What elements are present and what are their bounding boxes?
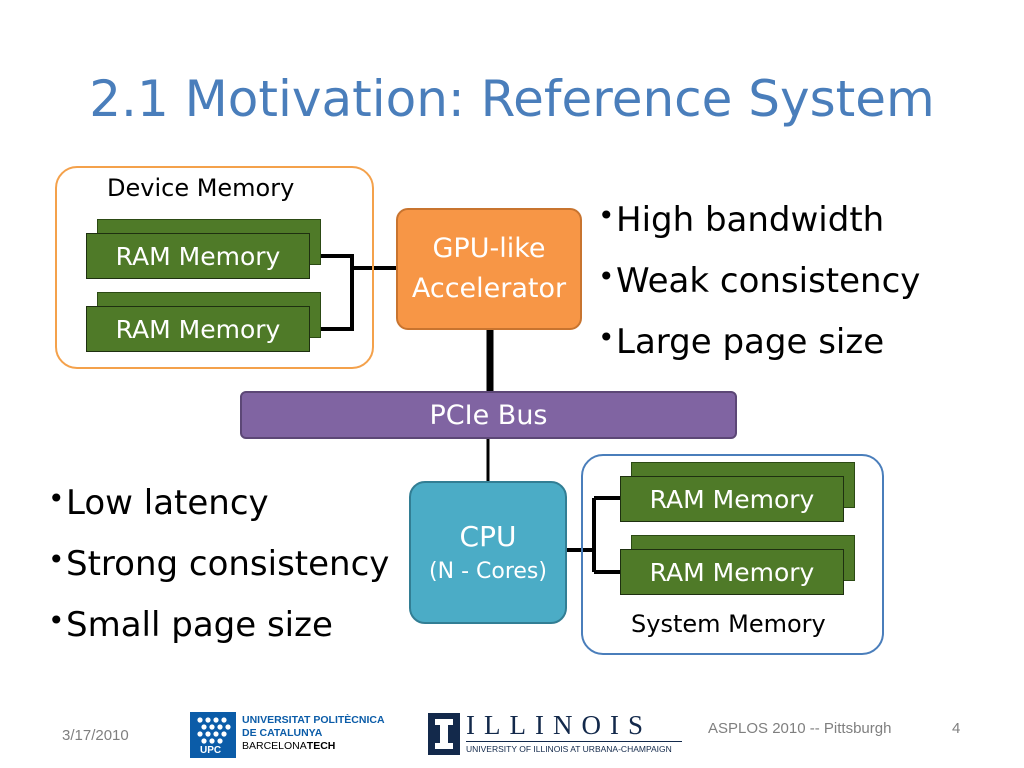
- illinois-logo: ILLINOIS UNIVERSITY OF ILLINOIS AT URBAN…: [428, 710, 688, 758]
- bullet-item: Small page size: [48, 599, 389, 664]
- bullet-item: Low latency: [48, 477, 389, 542]
- bullet-item: Large page size: [598, 316, 920, 381]
- footer-page-number: 4: [952, 720, 961, 737]
- cpu-box: CPU (N - Cores): [409, 481, 567, 624]
- system-memory-group: [581, 454, 884, 655]
- illinois-wordmark: ILLINOIS: [466, 710, 652, 740]
- upc-logo-line3b: TECH: [306, 740, 336, 752]
- illinois-subtitle: UNIVERSITY OF ILLINOIS AT URBANA-CHAMPAI…: [466, 744, 672, 754]
- system-ram-module-2: RAM Memory: [620, 549, 844, 595]
- illinois-block-i-icon: [428, 713, 460, 755]
- cpu-bullet-list: Low latency Strong consistency Small pag…: [48, 477, 389, 664]
- pcie-bus-label: PCIe Bus: [429, 399, 548, 431]
- upc-logo-mark: [190, 712, 236, 758]
- upc-logo: UPC UNIVERSITAT POLITÈCNICA DE CATALUNYA…: [190, 712, 390, 758]
- pcie-bus-bar: PCIe Bus: [240, 391, 737, 439]
- device-memory-label: Device Memory: [107, 174, 295, 202]
- footer-date: 3/17/2010: [62, 727, 129, 744]
- upc-logo-line1: UNIVERSITAT POLITÈCNICA: [242, 714, 385, 726]
- system-ram-module-1: RAM Memory: [620, 476, 844, 522]
- slide-title: 2.1 Motivation: Reference System: [89, 70, 935, 128]
- bullet-item: Weak consistency: [598, 255, 920, 320]
- device-memory-group: [55, 166, 374, 369]
- cpu-label: CPU: [459, 519, 517, 553]
- bullet-item: High bandwidth: [598, 194, 920, 259]
- device-ram-module-2: RAM Memory: [86, 306, 310, 352]
- footer-conference: ASPLOS 2010 -- Pittsburgh: [708, 720, 892, 737]
- gpu-label-line1: GPU-like: [432, 233, 546, 264]
- gpu-label-line2: Accelerator: [411, 273, 567, 304]
- bullet-item: Strong consistency: [48, 538, 389, 603]
- system-memory-label: System Memory: [631, 610, 826, 638]
- gpu-bullet-list: High bandwidth Weak consistency Large pa…: [598, 194, 920, 381]
- device-ram-module-1: RAM Memory: [86, 233, 310, 279]
- upc-logo-line2: DE CATALUNYA: [242, 727, 323, 739]
- gpu-accelerator-box: GPU-like Accelerator: [396, 208, 582, 330]
- upc-logo-line3a: BARCELONA: [242, 740, 307, 752]
- cpu-cores-label: (N - Cores): [429, 558, 547, 584]
- upc-logo-mark-text: UPC: [200, 745, 222, 756]
